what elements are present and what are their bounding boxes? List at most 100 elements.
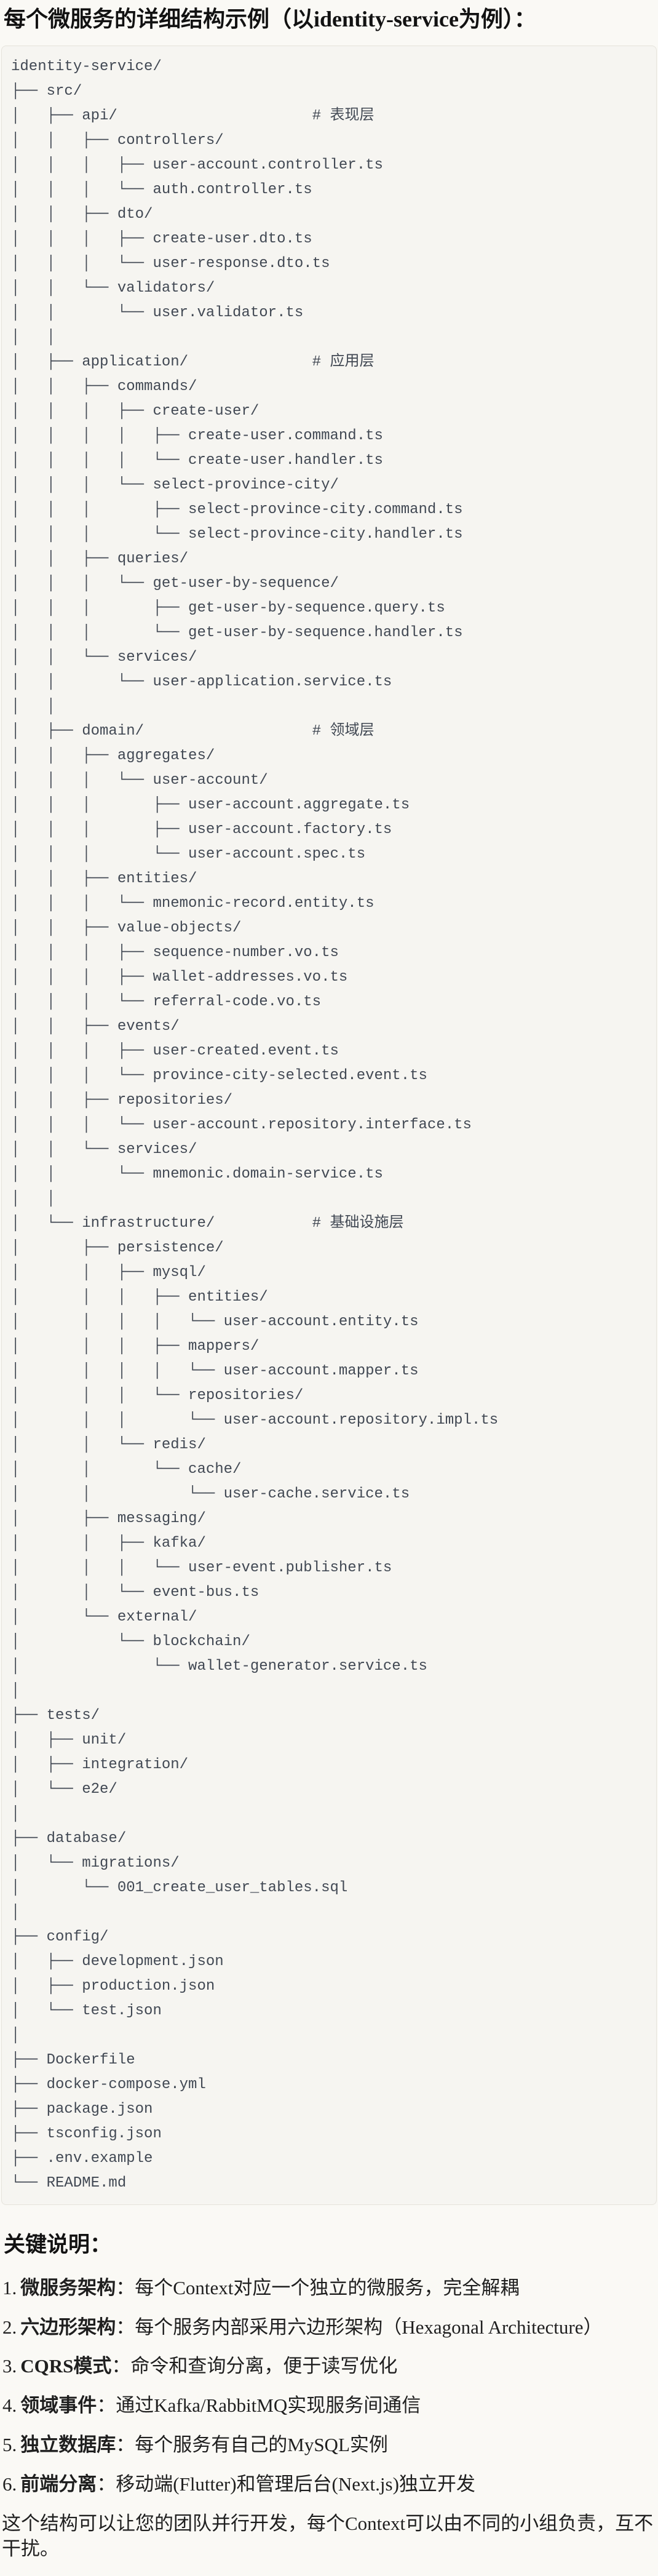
note-item-text: ：每个服务有自己的MySQL实例 <box>116 2433 388 2455</box>
code-line: ├── tests/ <box>11 1707 100 1724</box>
code-line: │ │ │ │ └── create-user.handler.ts <box>11 452 383 469</box>
code-line: │ │ │ │ └── user-account.mapper.ts <box>11 1362 419 1379</box>
code-line: ├── database/ <box>11 1830 127 1847</box>
code-line: │ ├── persistence/ <box>11 1239 224 1256</box>
code-line: │ │ │ ├── get-user-by-sequence.query.ts <box>11 599 445 616</box>
code-line: │ │ │ └── user-account.repository.impl.t… <box>11 1411 499 1429</box>
code-line: │ │ ├── queries/ <box>11 550 189 567</box>
code-line: │ │ │ └── select-province-city/ <box>11 476 339 493</box>
note-item: 1.微服务架构：每个Context对应一个独立的微服务，完全解耦 <box>2 2276 657 2300</box>
code-line: │ │ ├── commands/ <box>11 378 197 395</box>
code-line: │ │ ├── mysql/ <box>11 1264 206 1281</box>
code-line: │ ├── api/ # 表现层 <box>11 107 375 124</box>
code-line: │ │ └── services/ <box>11 648 197 666</box>
code-line: │ │ │ ├── user-account.factory.ts <box>11 821 392 838</box>
code-line: │ │ │ │ └── user-account.entity.ts <box>11 1313 419 1330</box>
code-line: │ │ │ ├── mappers/ <box>11 1338 260 1355</box>
code-line: │ │ └── cache/ <box>11 1461 242 1478</box>
code-line: │ └── 001_create_user_tables.sql <box>11 1879 348 1896</box>
code-line: │ │ └── mnemonic.domain-service.ts <box>11 1165 383 1182</box>
notes-list: 1.微服务架构：每个Context对应一个独立的微服务，完全解耦 2.六边形架构：… <box>1 2276 657 2497</box>
note-item: 2.六边形架构：每个服务内部采用六边形架构（Hexagonal Architec… <box>2 2316 657 2340</box>
code-line: │ │ └── redis/ <box>11 1436 206 1453</box>
code-line: │ ├── messaging/ <box>11 1510 206 1527</box>
code-line: │ └── infrastructure/ # 基础设施层 <box>11 1214 404 1232</box>
note-item: 3.CQRS模式：命令和查询分离，便于读写优化 <box>2 2355 657 2379</box>
code-line: │ │ │ └── user-event.publisher.ts <box>11 1559 392 1576</box>
code-line: │ └── wallet-generator.service.ts <box>11 1657 427 1675</box>
note-item-number: 6. <box>2 2473 17 2495</box>
code-line: │ └── test.json <box>11 2002 162 2019</box>
note-item-text: ：命令和查询分离，便于读写优化 <box>111 2355 398 2377</box>
code-line: │ │ └── validators/ <box>11 279 215 297</box>
code-line: │ │ │ └── mnemonic-record.entity.ts <box>11 895 375 912</box>
code-line: │ <box>11 1904 20 1921</box>
code-line: │ │ │ ├── user-account.aggregate.ts <box>11 796 410 813</box>
code-line: │ │ └── user.validator.ts <box>11 304 304 321</box>
note-item: 4.领域事件：通过Kafka/RabbitMQ实现服务间通信 <box>2 2394 657 2418</box>
code-line: │ │ │ └── select-province-city.handler.t… <box>11 525 463 543</box>
code-line: └── README.md <box>11 2174 127 2191</box>
code-line: │ <box>11 1805 20 1822</box>
directory-tree-lines: identity-service/├── src/│ ├── api/ # 表现… <box>11 55 648 2196</box>
note-item-label: 六边形架构 <box>20 2316 116 2338</box>
note-item-text: ：每个服务内部采用六边形架构（Hexagonal Architecture） <box>116 2316 603 2338</box>
code-line: │ ├── application/ # 应用层 <box>11 353 375 370</box>
code-line: │ │ └── services/ <box>11 1141 197 1158</box>
code-line: │ │ │ └── user-account.repository.interf… <box>11 1116 472 1133</box>
note-item-label: 独立数据库 <box>20 2433 116 2455</box>
note-item-number: 5. <box>2 2433 17 2455</box>
code-line: │ <box>11 2027 20 2044</box>
notes-heading: 关键说明： <box>4 2232 112 2257</box>
code-line: │ ├── development.json <box>11 1953 224 1970</box>
code-line: │ │ ├── aggregates/ <box>11 747 215 764</box>
note-item-text: ：每个Context对应一个独立的微服务，完全解耦 <box>116 2276 520 2299</box>
code-line: │ │ │ ├── wallet-addresses.vo.ts <box>11 968 348 986</box>
code-line: │ │ │ └── get-user-by-sequence/ <box>11 575 339 592</box>
code-line: │ ├── production.json <box>11 1977 215 1995</box>
code-line: │ │ <box>11 698 56 715</box>
code-line: │ │ │ └── auth.controller.ts <box>11 181 312 198</box>
code-line: │ │ │ └── user-account.spec.ts <box>11 845 366 863</box>
code-line: │ │ │ ├── create-user.dto.ts <box>11 230 312 247</box>
code-line: │ │ │ ├── sequence-number.vo.ts <box>11 944 339 961</box>
code-line: │ │ └── event-bus.ts <box>11 1584 260 1601</box>
code-line: │ │ │ └── user-response.dto.ts <box>11 255 330 272</box>
code-line: ├── docker-compose.yml <box>11 2076 206 2093</box>
code-line: │ │ │ └── repositories/ <box>11 1387 304 1404</box>
code-line: │ │ │ └── get-user-by-sequence.handler.t… <box>11 624 463 641</box>
note-item-label: 前端分离 <box>20 2473 97 2495</box>
note-item: 6.前端分离：移动端(Flutter)和管理后台(Next.js)独立开发 <box>2 2473 657 2497</box>
code-line: │ │ │ ├── select-province-city.command.t… <box>11 501 463 518</box>
code-line: │ <box>11 1682 20 1699</box>
page-title: 每个微服务的详细结构示例（以identity-service为例）： <box>4 7 536 31</box>
code-line: │ │ ├── entities/ <box>11 870 197 887</box>
code-line: │ └── migrations/ <box>11 1854 180 1872</box>
code-line: │ │ │ ├── entities/ <box>11 1288 268 1306</box>
code-line: ├── config/ <box>11 1928 109 1945</box>
code-line: │ │ │ └── user-account/ <box>11 772 268 789</box>
note-item-label: 微服务架构 <box>20 2276 116 2299</box>
code-line: ├── package.json <box>11 2100 153 2118</box>
code-line: │ │ ├── events/ <box>11 1018 180 1035</box>
code-line: │ │ ├── kafka/ <box>11 1534 206 1552</box>
closing-paragraph: 这个结构可以让您的团队并行开发，每个Context可以由不同的小组负责，互不干扰… <box>2 2513 654 2559</box>
note-item-text: ：通过Kafka/RabbitMQ实现服务间通信 <box>97 2395 421 2417</box>
code-line: │ │ │ ├── user-created.event.ts <box>11 1042 339 1059</box>
code-line: ├── .env.example <box>11 2150 153 2167</box>
code-line: │ │ ├── controllers/ <box>11 132 224 149</box>
code-line: │ ├── unit/ <box>11 1731 127 1749</box>
note-item: 5.独立数据库：每个服务有自己的MySQL实例 <box>2 2433 657 2457</box>
code-line: │ │ ├── repositories/ <box>11 1091 233 1109</box>
code-line: │ │ └── user-application.service.ts <box>11 673 392 690</box>
code-line: │ └── e2e/ <box>11 1780 117 1798</box>
code-line: │ └── blockchain/ <box>11 1633 250 1650</box>
code-line: │ │ │ └── province-city-selected.event.t… <box>11 1067 427 1084</box>
note-item-label: 领域事件 <box>20 2395 97 2417</box>
code-line: │ │ │ └── referral-code.vo.ts <box>11 993 322 1010</box>
note-item-text: ：移动端(Flutter)和管理后台(Next.js)独立开发 <box>97 2473 475 2495</box>
code-line: ├── tsconfig.json <box>11 2125 162 2142</box>
code-line: │ │ <box>11 329 56 346</box>
